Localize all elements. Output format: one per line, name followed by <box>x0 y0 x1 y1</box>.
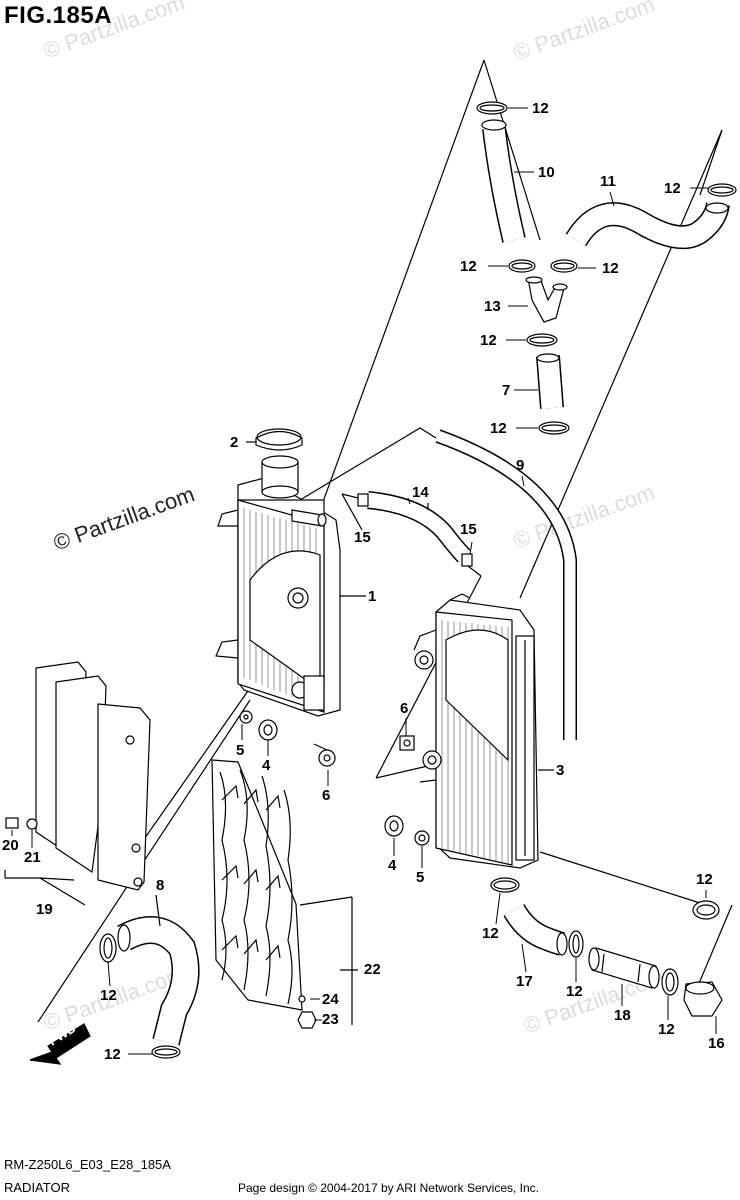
callout-number: 12 <box>696 871 713 888</box>
overflow-hose-part <box>435 429 577 740</box>
callout-number: 10 <box>538 164 555 181</box>
grommet-4-left <box>258 719 278 741</box>
callout-number: 12 <box>664 180 681 197</box>
callout-labels: 12 10 11 12 12 12 13 12 7 12 2 9 14 15 1… <box>2 100 725 1063</box>
pipe-18 <box>588 947 660 989</box>
grommet-4-right <box>384 815 404 837</box>
callout-number: 19 <box>36 901 53 918</box>
diagram-code: RM-Z250L6_E03_E28_185A <box>4 1157 171 1172</box>
callout-number: 18 <box>614 1007 631 1024</box>
callout-number: 23 <box>322 1011 339 1028</box>
diagram-subtitle: RADIATOR <box>4 1180 70 1195</box>
callout-number: 12 <box>460 258 477 275</box>
right-radiator-part <box>413 593 554 869</box>
callout-number: 4 <box>388 857 397 874</box>
hose-17 <box>503 903 568 956</box>
clamp-12 <box>550 259 578 273</box>
small-hose-14 <box>367 491 471 563</box>
clamp-12 <box>151 1045 181 1059</box>
collar-6-right <box>399 735 415 751</box>
clamp-12 <box>508 259 536 273</box>
nut-20 <box>5 817 19 829</box>
radiator-cap-part <box>246 428 303 451</box>
nut-23 <box>297 1011 317 1029</box>
callout-number: 12 <box>602 260 619 277</box>
callout-number: 15 <box>460 521 477 538</box>
callout-number: 1 <box>368 588 376 605</box>
clamp-12 <box>490 877 520 893</box>
callout-number: 14 <box>412 484 429 501</box>
callout-number: 15 <box>354 529 371 546</box>
callout-number: 4 <box>262 757 271 774</box>
callout-number: 9 <box>516 457 524 474</box>
hose-11 <box>565 201 730 250</box>
callout-number: 12 <box>104 1046 121 1063</box>
callout-number: 13 <box>484 298 501 315</box>
clamp-12 <box>99 933 117 963</box>
fwd-arrow-icon <box>29 1023 91 1065</box>
callout-number: 12 <box>490 420 507 437</box>
callout-number: 17 <box>516 973 533 990</box>
callout-number: 22 <box>364 961 381 978</box>
callout-number: 12 <box>100 987 117 1004</box>
callout-number: 20 <box>2 837 19 854</box>
figure-title: FIG.185A <box>4 2 113 29</box>
callout-number: 12 <box>658 1021 675 1038</box>
callout-number: 11 <box>600 173 616 190</box>
callout-number: 8 <box>156 877 164 894</box>
callout-number: 2 <box>230 434 238 451</box>
page-footer: Page design © 2004-2017 by ARI Network S… <box>238 1181 540 1195</box>
callout-number: 12 <box>532 100 549 117</box>
callout-number: 7 <box>502 382 510 399</box>
bolt-5-left <box>239 710 253 724</box>
louver-cover-19 <box>35 661 151 891</box>
callout-number: 5 <box>416 869 424 886</box>
callout-number: 6 <box>400 700 408 717</box>
clamp-12 <box>538 421 570 435</box>
bolt-5-right <box>414 830 430 846</box>
hose-7 <box>536 353 564 409</box>
clamp-12 <box>661 968 679 996</box>
hose-8 <box>117 894 200 1046</box>
callout-number: 12 <box>480 332 497 349</box>
hose-10 <box>481 119 526 243</box>
screw-24 <box>298 995 306 1003</box>
clamp-12 <box>707 183 737 197</box>
callout-number: 6 <box>322 787 330 804</box>
y-joint-13 <box>525 276 568 323</box>
louver-cover-22 <box>211 759 303 1011</box>
callout-leaders <box>11 107 717 1055</box>
callout-number: 16 <box>708 1035 725 1052</box>
callout-number: 5 <box>236 742 244 759</box>
clamp-12 <box>568 930 584 958</box>
screw-21 <box>26 818 38 830</box>
clamp-15a <box>357 493 369 507</box>
callout-number: 12 <box>566 983 583 1000</box>
clamp-12 <box>526 333 558 347</box>
clamp-12 <box>476 101 508 115</box>
clamp-12 <box>692 900 720 920</box>
callout-number: 24 <box>322 991 339 1008</box>
callout-number: 12 <box>482 925 499 942</box>
callout-number: 3 <box>556 762 564 779</box>
collar-6-left <box>313 743 336 767</box>
callout-number: 21 <box>24 849 41 866</box>
left-radiator-part <box>215 455 366 717</box>
elbow-16 <box>683 981 723 1017</box>
clamp-15b <box>461 553 473 567</box>
